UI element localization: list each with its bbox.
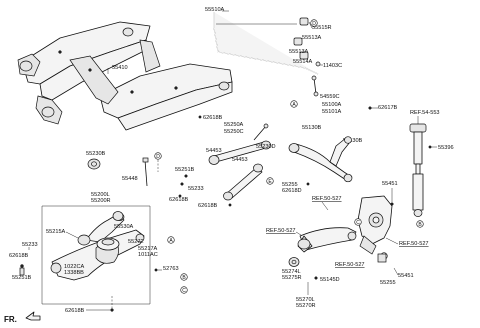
rear-crossmember [17,21,233,131]
label-62618b-5: 62618B [65,308,85,314]
label-55513a-1: 55513A [302,35,322,41]
shock-absorber [409,123,427,217]
callout-e-mid: E [266,177,274,185]
stabilizer-link [311,75,319,97]
label-55270r: 55270R [296,303,316,309]
label-55272: 55272 [128,239,144,245]
bolt-55250 [253,123,269,141]
label-55230b: 55230B [86,151,106,157]
callout-b-shock: B [416,220,424,228]
label-54453-b: 54453 [232,157,248,163]
label-55130b-1: 55130B [302,125,322,131]
svg-text:FR.: FR. [4,315,17,324]
label-55101a: 55101A [322,109,342,115]
callout-b-lower: B [180,273,188,281]
svg-text:C: C [182,288,186,294]
svg-text:E: E [268,179,272,185]
label-62617b: 62617B [378,105,398,111]
label-52763: 52763 [163,266,179,272]
bushing-55530a [112,211,124,221]
label-54559c: 54559C [320,94,340,100]
svg-text:C: C [356,220,360,226]
bushing-55274 [288,257,300,267]
label-55410: 55410 [112,65,128,71]
label-55510a: 55510A [205,7,225,13]
label-55275r: 55275R [282,275,302,281]
spring-pad-55272 [96,237,120,251]
label-55530a: 55530A [114,224,134,230]
bolt-55448 [142,157,149,187]
label-62618d: 62618D [282,188,302,194]
label-11403c: 11403C [323,63,342,69]
label-55448: 55448 [122,176,138,182]
svg-text:D: D [312,21,316,27]
callout-c-lower: C [180,286,188,294]
svg-text:B: B [182,275,186,281]
label-55250a: 55250A [224,122,244,128]
svg-text:A: A [292,102,296,108]
label-62618b-1: 62618B [203,115,223,121]
upper-control-arm [288,136,353,183]
label-55200r: 55200R [91,198,111,204]
label-ref50527-d: REF.50-527 [335,262,365,268]
svg-text:D: D [156,154,160,160]
label-55251b-1: 55251B [175,167,195,173]
label-62618b-3: 62618B [198,203,218,209]
label-54453-a: 54453 [206,148,222,154]
label-55513a-2: 55513A [289,49,309,55]
label-55515r: 55515R [312,25,332,31]
bushing-55230b [87,158,101,170]
label-55217a: 55217A [138,246,158,252]
label-55251b-2: 55251B [12,275,32,281]
stabilizer-bar [213,12,321,75]
callout-d-mid: D [154,152,162,160]
label-ref50527-b: REF.50-527 [266,228,296,234]
label-ref54553: REF.54-553 [410,110,440,116]
label-55255: 55255 [282,182,298,188]
label-55233-a: 55233 [188,186,204,192]
label-55145d: 55145D [320,277,340,283]
label-55255-b: 55255 [380,280,396,286]
label-55130b-2: 55130B [343,138,363,144]
lower-link-assembly [297,227,357,253]
label-55233-b: 55233 [22,242,38,248]
label-55250c: 55250C [224,129,244,135]
label-62618b-4: 62618B [9,253,29,259]
label-55451-b: 55451 [398,273,414,279]
label-1022ca: 1022CA [64,264,84,270]
svg-text:A: A [169,238,173,244]
label-55274l: 55274L [282,269,301,275]
label-1011ac: 1011AC [138,252,158,258]
label-1338bb: 1338BB [64,270,84,276]
label-55200l: 55200L [91,192,110,198]
callout-a-left: A [167,236,175,244]
label-55270l: 55270L [296,297,315,303]
rear-knuckle [357,195,393,255]
svg-text:B: B [418,222,422,228]
label-55230d: 55230D [256,144,276,150]
callout-d-top: D [310,19,318,27]
trailing-link-upper [208,140,271,165]
trailing-link-lower [223,163,263,201]
label-55215a: 55215A [46,229,66,235]
label-62618b-2: 62618B [169,197,189,203]
washer-55255 [377,253,387,263]
label-55451: 55451 [382,181,398,187]
label-55396: 55396 [438,145,454,151]
spring-seat [77,234,91,246]
callout-a-right: A [290,100,298,108]
callout-c-right: C [354,218,362,226]
label-55514a: 55514A [293,59,313,65]
front-direction-indicator: FR. [4,311,41,324]
label-ref50527-a: REF.50-527 [312,196,342,202]
lower-arm-group-frame [41,205,151,305]
label-ref50527-c: REF.50-527 [399,241,429,247]
label-55100a: 55100A [322,102,342,108]
